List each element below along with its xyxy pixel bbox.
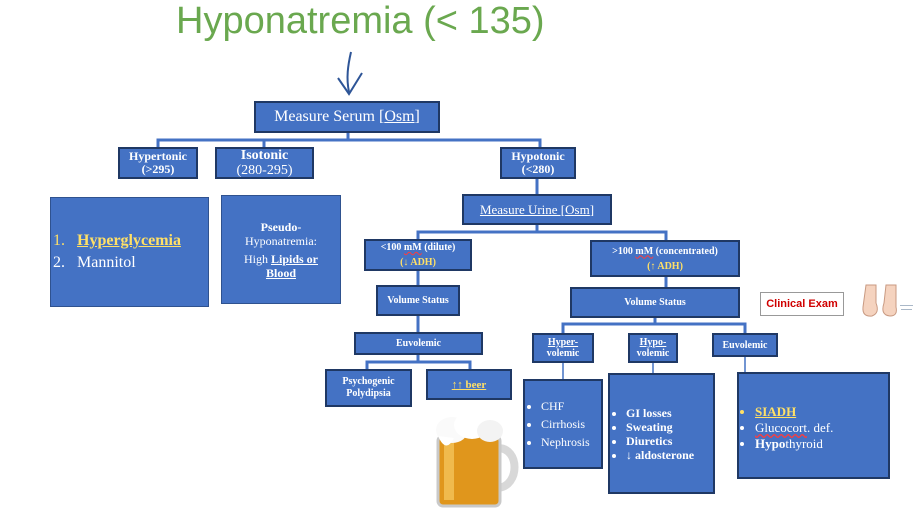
hypertonic-causes-box: 1. Hyperglycemia 2. Mannitol [50, 197, 209, 307]
dilute-urine-box: <100 mM (dilute) (↓ ADH) [364, 239, 472, 271]
list-number: 1. [53, 232, 65, 249]
concentrated-mm: mM [635, 245, 654, 257]
dilute-adh: (↓ ADH) [400, 257, 436, 268]
list-item: Diuretics [626, 434, 694, 448]
dilute-pre: <100 [380, 242, 404, 253]
pseudo-line2: Hyponatremia: [245, 233, 317, 248]
volume-status-right-box: Volume Status [570, 287, 740, 318]
urine-pre: Measure Urine [ [479, 201, 566, 217]
isotonic-range: (280-295) [236, 163, 293, 178]
urine-post: ] [589, 201, 595, 217]
hypertonic-range: (>295) [141, 162, 175, 176]
hypertonic-box: Hypertonic (>295) [118, 147, 198, 179]
hypotonic-range: (<280) [521, 162, 555, 176]
list-number: 2. [53, 254, 65, 271]
hypovolemic-line1: Hypo- [639, 337, 667, 348]
pseudo-hyponatremia-box: Pseudo- Hyponatremia: High Lipids or Blo… [221, 195, 341, 304]
pseudo-line1: Pseudo- [260, 219, 302, 234]
hypotonic-label: Hypotonic [511, 149, 565, 163]
concentrated-urine-box: >100 mM (concentrated) (↑ ADH) [590, 240, 740, 277]
siadh-text: SIADH [755, 404, 797, 419]
list-item: Glucocort. def. [755, 420, 833, 436]
volume-status-label: Volume Status [624, 297, 686, 308]
beer-label: ↑↑ beer [451, 378, 487, 391]
page-title: Hyponatremia (< 135) [176, 0, 545, 42]
swollen-feet-illustration [862, 284, 913, 317]
beer-mug-illustration [436, 411, 519, 508]
volume-status-left-box: Volume Status [376, 285, 460, 316]
hypertonic-label: Hypertonic [129, 149, 187, 163]
euvolemic-right-box: Euvolemic [712, 333, 778, 357]
hypervolemic-causes-box: CHF Cirrhosis Nephrosis [523, 379, 603, 469]
euvolemic-causes-box: SIADH Glucocort. def. Hypothyroid [737, 372, 890, 479]
list-item: 2. Mannitol [53, 254, 181, 272]
euvolemic-label: Euvolemic [722, 339, 768, 351]
thyroid-text: thyroid [785, 436, 823, 451]
psychogenic-line2: Polydipsia [346, 388, 391, 399]
psychogenic-polydipsia-box: Psychogenic Polydipsia [325, 369, 412, 407]
list-item: Nephrosis [541, 433, 590, 451]
hypervolemic-line2: volemic [546, 348, 580, 359]
concentrated-adh: (↑ ADH) [647, 260, 683, 272]
hypovolemic-box: Hypo- volemic [628, 333, 678, 363]
hypervolemic-line1: Hyper- [547, 337, 579, 348]
list-item: Cirrhosis [541, 415, 590, 433]
dilute-mm: mM [403, 242, 422, 253]
glucocort-rest: . def. [806, 420, 834, 435]
euvolemic-left-box: Euvolemic [354, 332, 483, 355]
mannitol-text: Mannitol [77, 254, 136, 271]
measure-serum-osm-box: Measure Serum [Osm] [254, 101, 440, 133]
list-item: CHF [541, 397, 590, 415]
hypervolemic-box: Hyper- volemic [532, 333, 594, 363]
euvolemic-label: Euvolemic [396, 338, 441, 349]
hypotonic-box: Hypotonic (<280) [500, 147, 576, 179]
hypovolemic-line2: volemic [636, 348, 670, 359]
pseudo-line4: Blood [265, 265, 296, 280]
clinical-exam-label: Clinical Exam [760, 292, 844, 316]
measure-urine-osm-box: Measure Urine [Osm] [462, 194, 612, 225]
hypovolemic-causes-box: GI losses Sweating Diuretics ↓ aldostero… [608, 373, 715, 494]
root-osm: Osm [384, 108, 415, 125]
dilute-post: (dilute) [421, 242, 456, 253]
root-pre: Measure Serum [ [274, 108, 385, 125]
concentrated-post: (concentrated) [653, 245, 718, 257]
pseudo-line3-bold: Lipids or [270, 251, 318, 266]
root-post: ] [414, 108, 420, 125]
list-item: 1. Hyperglycemia [53, 232, 181, 250]
list-item: GI losses [626, 406, 694, 420]
list-item: ↓ aldosterone [626, 448, 694, 462]
isotonic-box: Isotonic (280-295) [215, 147, 314, 179]
psychogenic-line1: Psychogenic [342, 376, 395, 387]
hypo-bold-text: Hypo [755, 436, 786, 451]
list-item: Hypothyroid [755, 436, 833, 452]
urine-osm: Osm [565, 201, 590, 217]
beer-box: ↑↑ beer [426, 369, 512, 400]
glucocort-text: Glucocort [755, 420, 807, 435]
hyperglycemia-text: Hyperglycemia [77, 232, 181, 249]
isotonic-label: Isotonic [240, 148, 289, 163]
concentrated-pre: >100 [612, 245, 636, 257]
volume-status-label: Volume Status [387, 295, 449, 306]
list-item: Sweating [626, 420, 694, 434]
list-item: SIADH [755, 404, 833, 420]
pseudo-line3-pre: High [243, 251, 271, 266]
